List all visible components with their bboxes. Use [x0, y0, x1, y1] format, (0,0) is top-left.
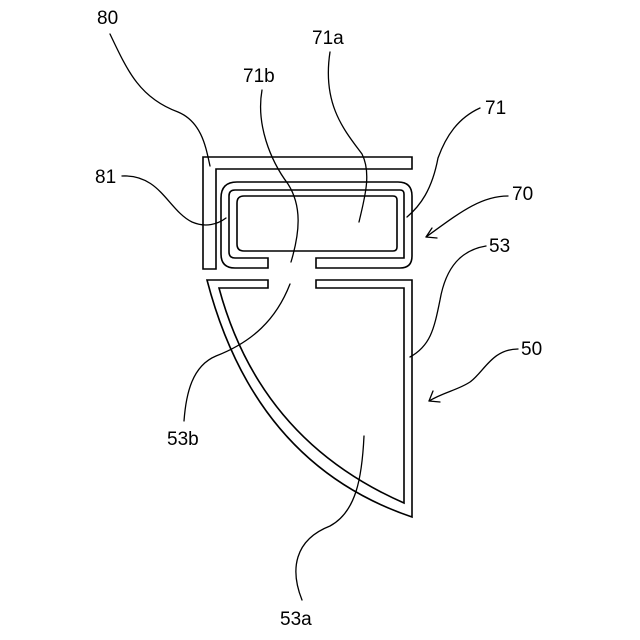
label-53a: 53a	[280, 609, 312, 630]
label-53: 53	[489, 236, 510, 257]
leader-50	[429, 349, 518, 401]
label-50: 50	[521, 339, 542, 360]
leader-70	[426, 196, 508, 237]
label-80: 80	[97, 8, 118, 29]
label-53b: 53b	[167, 429, 199, 450]
label-71: 71	[485, 98, 506, 119]
leader-80	[110, 34, 210, 166]
label-81: 81	[95, 167, 116, 188]
profile-member-50	[207, 280, 412, 517]
leader-53	[410, 246, 486, 357]
label-70: 70	[512, 184, 533, 205]
frame-member-70	[221, 182, 412, 268]
label-71b: 71b	[243, 66, 275, 87]
leader-71	[407, 108, 480, 217]
label-71a: 71a	[312, 28, 344, 49]
